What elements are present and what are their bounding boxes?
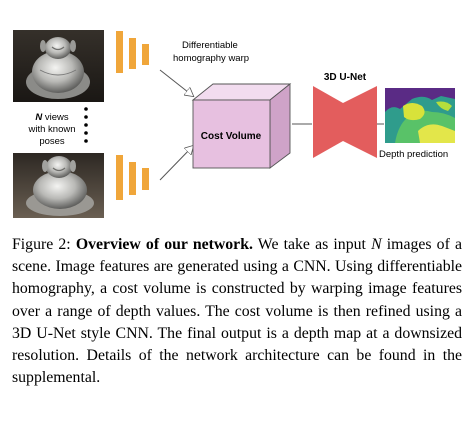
cost-volume-cube: [191, 83, 292, 169]
cost-volume-label: Cost Volume: [201, 131, 262, 142]
figure-caption: Figure 2: Overview of our network. We ta…: [12, 234, 462, 389]
caption-text-1: We take as input: [252, 236, 372, 253]
network-overview-figure: N views with known poses Differentiable …: [13, 30, 455, 218]
unet-label: 3D U-Net: [324, 72, 367, 83]
cnn-features-top: [116, 31, 149, 73]
unet-shape-right: [343, 86, 377, 158]
input-image-top: [13, 30, 104, 102]
input-image-bottom: [13, 153, 104, 218]
warp-arrow-bottom: [159, 146, 193, 181]
views-label-line2: with known: [28, 124, 76, 135]
caption-text-2: images of a scene. Image features are ge…: [12, 236, 463, 387]
caption-n-symbol: N: [371, 236, 382, 253]
depth-prediction-map: [385, 88, 455, 143]
cnn-features-bottom: [116, 155, 149, 200]
unet-shape: [313, 86, 343, 158]
ellipsis-dots: [84, 107, 88, 143]
views-label-line1: N views: [35, 112, 69, 123]
warp-label-line1: Differentiable: [182, 40, 238, 51]
views-label-line3: poses: [39, 136, 65, 147]
figure-number: Figure 2:: [12, 236, 76, 253]
depth-label: Depth prediction: [379, 149, 448, 160]
warp-label-line2: homography warp: [173, 53, 249, 64]
warp-arrow-top: [159, 69, 193, 96]
caption-title: Overview of our network.: [75, 236, 253, 253]
